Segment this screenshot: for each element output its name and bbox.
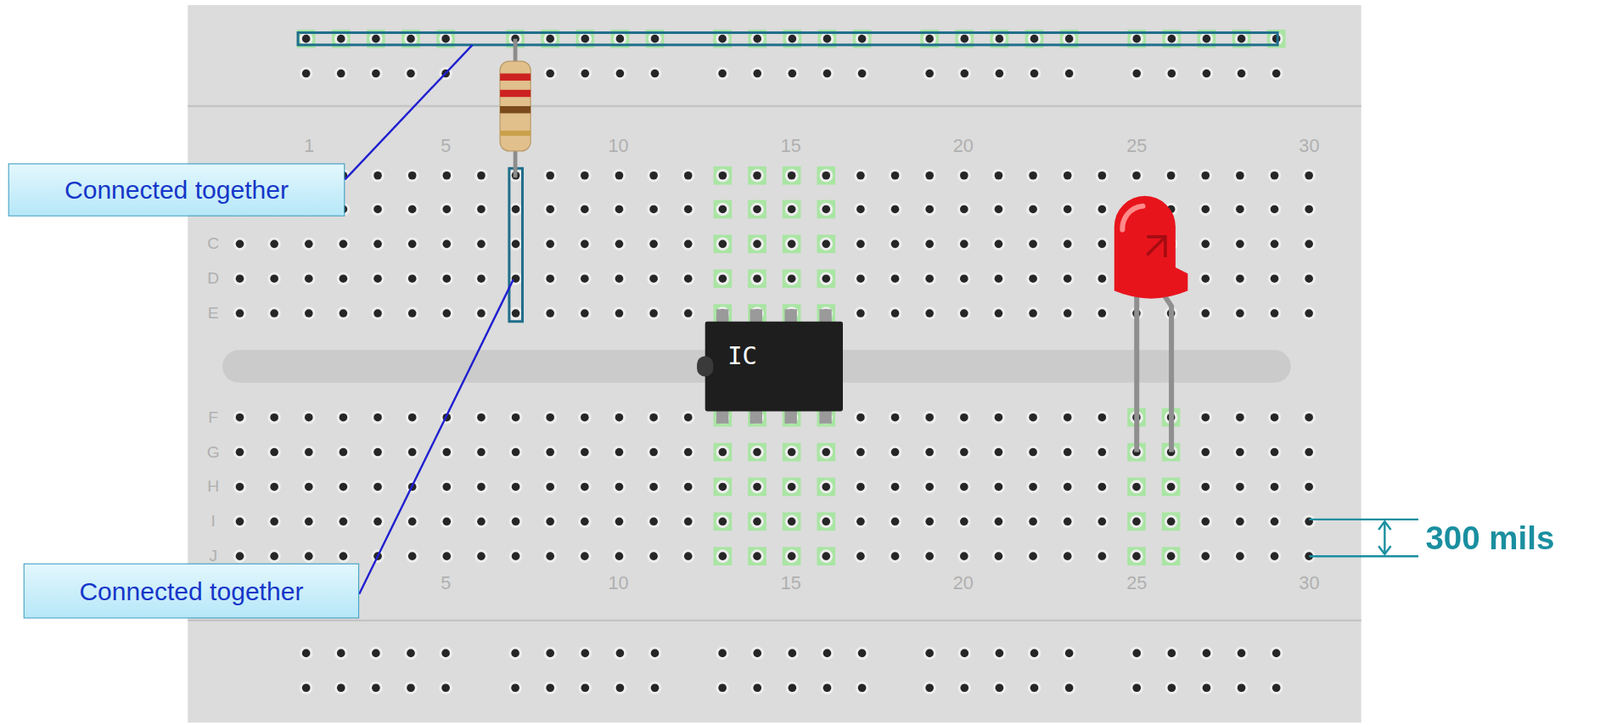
ic-label: IC: [727, 342, 758, 371]
breadboard: [187, 5, 1361, 723]
column-number: 25: [1126, 572, 1147, 595]
rail-highlight: [297, 32, 1278, 45]
column-number: 1: [303, 134, 315, 157]
column-number: 15: [780, 134, 802, 157]
resistor-symbol: [499, 39, 531, 178]
column-number: 30: [1298, 134, 1320, 157]
ic-notch: [696, 356, 713, 377]
row-letter: H: [207, 477, 219, 497]
column-number: 30: [1298, 572, 1320, 595]
row-letter: F: [207, 408, 219, 427]
row-letter: I: [211, 511, 216, 531]
highlight-holes: [297, 29, 1286, 566]
row-letter: D: [207, 269, 219, 288]
led-symbol: [1114, 196, 1189, 453]
breadboard-holes: [233, 32, 1316, 695]
ic-chip: IC: [705, 321, 843, 412]
column-highlight: [509, 168, 523, 321]
column-number: 5: [440, 134, 451, 157]
rail-divider: [187, 105, 1361, 107]
callout-text: Connected together: [78, 576, 304, 607]
rail-divider: [187, 619, 1361, 622]
row-letter: G: [207, 443, 220, 462]
callout-box: Connected together: [23, 563, 360, 619]
column-number: 10: [607, 572, 629, 595]
leader-line: [344, 44, 472, 180]
row-letter: C: [207, 234, 219, 253]
column-number: 15: [780, 572, 802, 595]
leader-line: [359, 279, 514, 594]
row-letter: J: [208, 546, 218, 566]
column-number: 20: [953, 572, 974, 595]
dimension-label: 300 mils: [1425, 520, 1555, 558]
row-letter: E: [207, 303, 219, 323]
dimension-lines: [1308, 519, 1419, 556]
column-number: 5: [440, 572, 451, 595]
column-number: 25: [1126, 134, 1147, 157]
column-number: 10: [607, 134, 629, 157]
callout-text: Connected together: [64, 174, 289, 205]
callout-box: Connected together: [8, 162, 346, 217]
column-number: 20: [953, 134, 974, 157]
